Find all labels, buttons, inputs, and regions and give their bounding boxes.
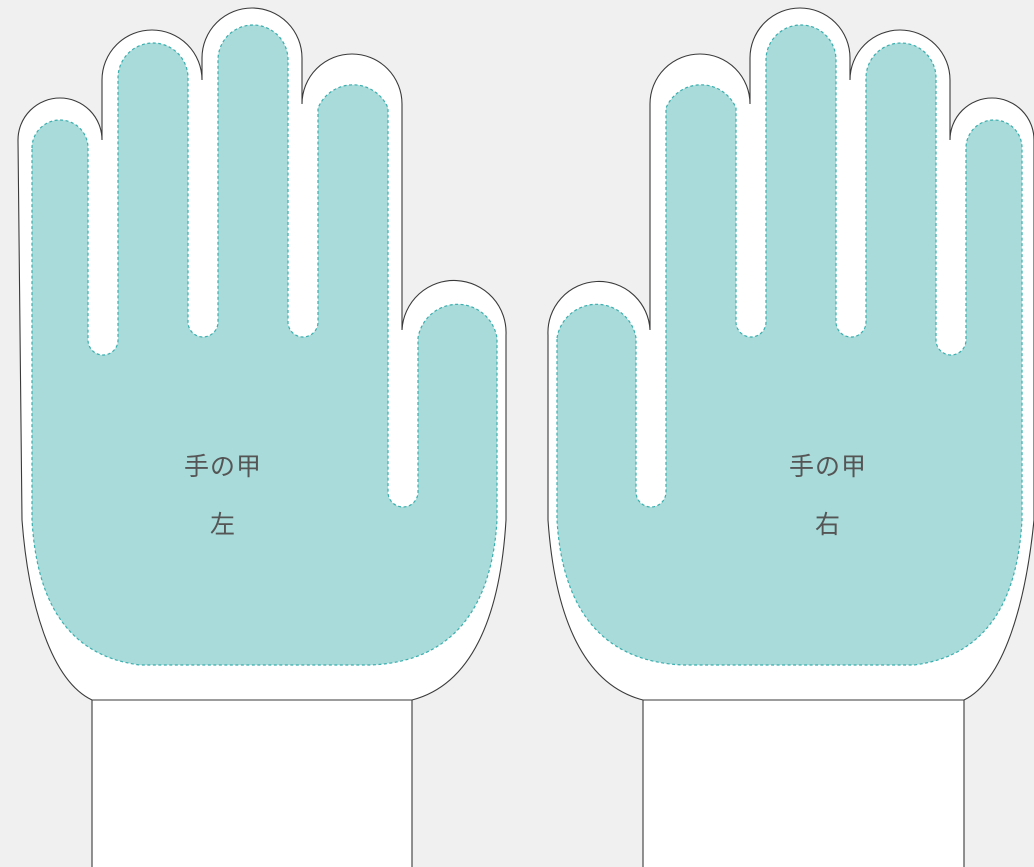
glove-left-area-label: 手の甲 xyxy=(183,452,262,481)
glove-left-side-label: 左 xyxy=(209,510,236,539)
glove-left xyxy=(17,7,507,867)
glove-right-cuff xyxy=(642,683,965,867)
glove-left-cuff xyxy=(91,683,413,867)
glove-right xyxy=(547,7,1034,867)
glove-right-area-label: 手の甲 xyxy=(788,452,867,481)
glove-left-print-area xyxy=(31,24,498,666)
glove-right-side-label: 右 xyxy=(814,510,841,539)
glove-right-print-area xyxy=(556,24,1023,666)
